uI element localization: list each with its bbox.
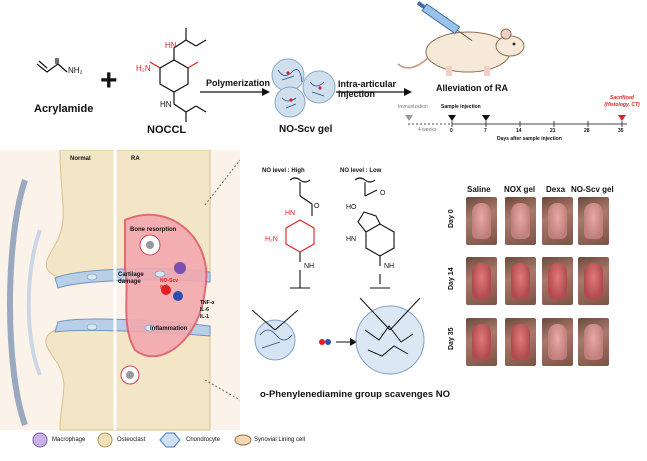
noccl-hn-top: HN	[165, 41, 177, 50]
gel-spheres	[271, 58, 336, 118]
scavenging-scheme	[251, 297, 425, 375]
mouse-illustration	[397, 28, 525, 76]
no-level-high: NO level : High	[262, 168, 305, 174]
col-saline: Saline	[467, 185, 491, 194]
photo-dexa-day35	[542, 318, 573, 366]
opd-o: O	[314, 203, 320, 210]
inflammation-label: Inflammation	[150, 326, 188, 332]
joint-drawing	[0, 150, 240, 431]
osteoclast-icon	[97, 432, 113, 448]
noccl-hn-bottom: HN	[160, 100, 172, 109]
chemistry-drawing	[251, 177, 425, 375]
photo-nox-day14	[505, 257, 536, 305]
legend-synovial: Synovial Lining cell	[254, 437, 306, 443]
legend-macrophage: Macrophage	[52, 437, 86, 443]
polymerization-label: Polymerization	[206, 78, 271, 88]
noccl-structure	[149, 28, 207, 122]
chondrocyte-icon	[159, 432, 181, 448]
scavenging-caption: o-Phenylenediamine group scavenges NO	[260, 389, 451, 400]
legend-icons	[32, 432, 252, 448]
timeline-weeks: 4 weeks	[418, 127, 437, 133]
photo-saline-day14	[466, 257, 497, 305]
timeline-immunization: Immunization	[398, 104, 428, 110]
timeline-tick-35: 35	[618, 128, 624, 134]
triazole-ho: HO	[346, 204, 357, 211]
outcome-label: Alleviation of RA	[436, 83, 509, 93]
opd-nh: NH	[304, 263, 315, 270]
triazole-o: O	[380, 190, 386, 197]
synthesis-drawing	[36, 1, 627, 127]
triazole-hn: HN	[346, 236, 357, 243]
timeline-sacrificed: Sacrificed (Histology, CT)	[604, 95, 640, 108]
legend-osteoclast: Osteoclast	[117, 437, 146, 443]
photo-noscv-day0	[578, 197, 609, 245]
timeline-tick-28: 28	[584, 128, 590, 134]
no-level-low: NO level : Low	[340, 168, 382, 174]
row-day-35: Day 35	[448, 327, 455, 350]
timeline-tick-14: 14	[516, 128, 522, 134]
row-day-14: Day 14	[448, 267, 455, 290]
acrylamide-nh2: NH₂	[68, 66, 83, 75]
bone-resorption-label: Bone resorption	[130, 227, 177, 233]
macrophage-icon	[32, 432, 48, 448]
acrylamide-label: Acrylamide	[34, 103, 94, 115]
noccl-h2n: H₂N	[136, 64, 151, 73]
noccl-label: NOCCL	[147, 124, 187, 136]
joint-gel-tag: NO-Scv gel	[160, 278, 179, 290]
col-dexa: Dexa	[546, 185, 566, 194]
photo-noscv-day35	[578, 318, 609, 366]
timeline-tick-21: 21	[550, 128, 556, 134]
syringe-illustration	[416, 1, 473, 42]
opd-h2n: H₂N	[265, 236, 278, 243]
photo-nox-day0	[505, 197, 536, 245]
col-nox-gel: NOX gel	[504, 185, 536, 194]
gel-label: NO-Scv gel	[279, 124, 333, 135]
timeline-axis	[408, 121, 627, 127]
injection-label: Intra-articular injection	[338, 79, 397, 99]
photo-dexa-day14	[542, 257, 573, 305]
benzotriazole-structure	[354, 177, 395, 289]
photo-saline-day35	[466, 318, 497, 366]
cytokine-2: IL-6	[200, 307, 209, 313]
acrylamide-structure	[36, 58, 68, 73]
cartilage-damage-label: Cartilage damage	[118, 272, 144, 285]
legend-chondrocyte: Chondrocyte	[186, 437, 221, 443]
cytokine-3: IL-1	[200, 314, 209, 320]
cytokine-1: TNF-α	[200, 300, 215, 306]
photo-saline-day0	[466, 197, 497, 245]
photo-dexa-day0	[542, 197, 573, 245]
photo-noscv-day14	[578, 257, 609, 305]
synovial-cell-icon	[234, 434, 252, 446]
opd-structure	[285, 177, 315, 289]
opd-hn: HN	[285, 210, 296, 217]
joint-normal-label: Normal	[70, 156, 91, 162]
joint-ra-label: RA	[131, 156, 140, 162]
timeline-axis-label: Days after sample injection	[497, 136, 562, 142]
plus-sign: +	[100, 64, 118, 97]
triazole-nh: NH	[384, 263, 395, 270]
row-day-0: Day 0	[448, 209, 455, 228]
timeline-sample-injection: Sample injection	[441, 104, 481, 110]
col-no-scv-gel: NO-Scv gel	[571, 185, 614, 194]
photo-nox-day35	[505, 318, 536, 366]
timeline-tick-7: 7	[484, 128, 487, 134]
timeline-tick-0: 0	[450, 128, 453, 134]
